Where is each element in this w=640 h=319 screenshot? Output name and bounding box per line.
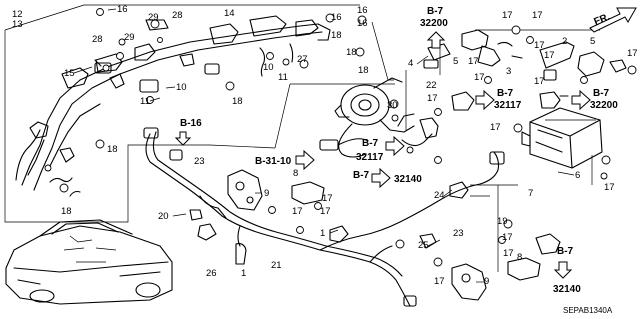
callout-22: 22 [426,80,437,91]
ref-code-32200-top: 32200 [420,18,448,29]
callout-4: 4 [408,58,413,69]
callout-17-f: 17 [627,48,638,59]
callout-9-a: 9 [484,276,489,287]
callout-6: 6 [575,170,580,181]
callout-18-f: 18 [61,206,72,217]
callout-23-b: 23 [194,156,205,167]
diagram-code: SEPAB1340A [563,306,613,315]
callout-17-g: 17 [474,72,485,83]
callout-18-a: 18 [331,30,342,41]
fasteners-left [44,8,367,193]
callout-24: 24 [434,190,445,201]
callout-17-p: 17 [322,193,333,204]
ref-code-32117-mid: 32117 [494,100,522,111]
callout-17-m: 17 [503,248,514,259]
floor-wire-harness [143,127,513,307]
callout-7: 7 [528,188,533,199]
ref-b7-right: B-7 [593,88,610,99]
callout-10-a: 10 [263,62,274,73]
vehicle-sketch [5,219,173,305]
callout-28-a: 28 [172,10,183,21]
ref-b7-bottom: B-7 [557,246,574,257]
callout-20: 20 [158,211,169,222]
callout-16-d: 16 [357,18,368,29]
srs-unit [513,107,611,180]
callout-23-a: 23 [453,228,464,239]
callout-3: 3 [506,66,511,77]
callout-17-a: 17 [468,56,479,67]
callout-5-a: 5 [453,56,458,67]
ref-b16: B-16 [180,118,202,129]
callout-11-a: 11 [278,72,288,83]
ref-code-32140-bottom: 32140 [553,284,581,295]
callout-10-b: 10 [176,82,187,93]
callout-28-b: 28 [92,34,103,45]
callout-17-k: 17 [604,182,615,193]
part-callouts: 12 13 16 29 28 14 16 16 16 28 29 18 15 1… [12,4,638,287]
callout-17-j: 17 [490,122,501,133]
fasteners-center [389,99,442,164]
callout-12: 12 [12,9,23,20]
callout-18-e: 18 [107,144,118,155]
reference-labels: B-7 32200 B-7 32200 B-7 32117 B-7 32117 … [180,6,618,295]
ref-b7-center: B-7 [362,138,379,149]
callout-21: 21 [271,260,282,271]
ref-b7-lower: B-7 [353,170,370,181]
side-impact-sensors [227,169,561,301]
side-curtain-airbag [15,15,331,197]
callout-27: 27 [297,54,308,65]
callout-5-b: 5 [590,36,595,47]
callout-17-l: 17 [502,232,513,243]
callout-25: 25 [418,240,429,251]
reference-arrows [174,31,591,279]
callout-17-e: 17 [544,50,555,61]
callout-18-b: 18 [346,47,357,58]
ref-b31-10: B-31-10 [255,156,292,167]
ref-code-32117-center: 32117 [356,152,384,163]
cable-reel [319,77,439,158]
callout-8-b: 8 [293,168,298,179]
ref-b7-top: B-7 [427,6,444,17]
callout-16-c: 16 [357,5,368,16]
callout-29-a: 29 [148,12,159,23]
ref-b7-mid: B-7 [497,88,514,99]
callout-2: 2 [562,36,567,47]
callout-1-a: 1 [320,228,325,239]
callout-16-a: 16 [117,4,128,15]
callout-1-b: 1 [241,268,246,279]
callout-17-i: 17 [427,93,438,104]
callout-15: 15 [64,68,75,79]
callout-16-b: 16 [331,12,342,23]
callout-18-c: 18 [358,65,369,76]
callout-11-b: 11 [140,96,150,107]
callout-18-d: 18 [232,96,243,107]
callout-29-b: 29 [124,32,135,43]
frame-lines [4,4,600,272]
callout-17-n: 17 [434,276,445,287]
callout-30: 30 [387,100,398,111]
front-direction-indicator: FR. [589,7,637,33]
direction-label: FR. [593,11,612,27]
callout-17-h: 17 [534,76,545,87]
callout-17-d: 17 [534,40,545,51]
ref-code-32200-right: 32200 [590,100,618,111]
callout-17-q: 17 [320,206,331,217]
ref-code-32140-lower: 32140 [394,174,422,185]
callout-26: 26 [206,268,217,279]
callout-17-c: 17 [532,10,543,21]
callout-19: 19 [497,216,508,227]
callout-17-o: 17 [292,206,303,217]
callout-17-b: 17 [502,10,513,21]
callout-13: 13 [12,19,23,30]
callout-9-b: 9 [264,188,269,199]
leader-lines [73,8,575,283]
callout-8-a: 8 [517,252,522,263]
impact-sensors [423,25,637,111]
callout-14: 14 [224,8,235,19]
